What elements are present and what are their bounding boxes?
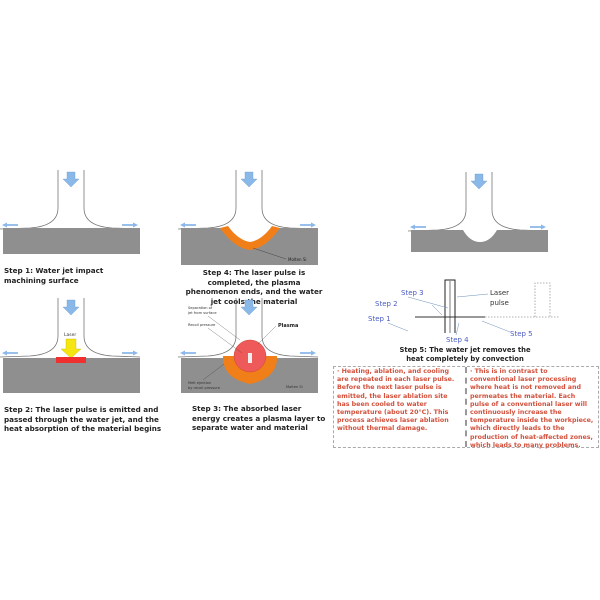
label-separation-2: jet from surface [187,311,217,315]
step5-diagram [408,172,549,252]
laser-pulse-label: Laser [490,289,509,297]
label-molten: Molten Si [286,385,303,389]
step1-diagram [0,170,141,254]
label-melt: Melt ejection [188,381,211,385]
molten-si-region [220,226,280,250]
heated-zone [56,357,86,363]
laser-arrow-icon [60,338,82,359]
step1-caption: Step 1: Water jet impact machining surfa… [4,266,104,285]
machined-surface [411,230,548,252]
label-recoil: Recoil pressure [188,323,216,327]
step5-label: Step 5 [510,330,533,338]
step4-caption: Step 4: The laser pulse is completed, th… [185,268,323,306]
label-separation: Separation of [188,306,213,310]
notes-box: · Heating, ablation, and cooling are rep… [333,366,599,449]
step3-label: Step 3 [401,289,424,297]
note-water-jet-laser: · Heating, ablation, and cooling are rep… [337,368,455,433]
molten-si-label: Molten Si [288,257,307,262]
step3-diagram: Separation of jet from surface Plasma Re… [178,298,319,393]
label-plasma: Plasma [278,323,298,329]
note-conventional-laser: · This is in contrast to conventional la… [465,367,598,449]
laser-pulse-label-2: pulse [490,299,509,307]
workpiece-surface [3,228,140,254]
step4-label: Step 4 [446,336,469,344]
step5-caption: Step 5: The water jet removes the heat c… [399,346,531,363]
step4-diagram: Molten Si [178,170,319,265]
step2-label: Step 2 [375,300,398,308]
laser-label: Laser [64,332,76,338]
step3-caption: Step 3: The absorbed laser energy create… [192,404,326,432]
step2-diagram: Laser [0,298,141,393]
step1-label: Step 1 [368,315,391,323]
label-melt-2: by recoil pressure [188,386,221,390]
step2-caption: Step 2: The laser pulse is emitted and p… [4,405,162,433]
laser-pulse-graph: Step 3 Step 2 Step 1 Step 4 Step 5 Laser… [368,279,560,344]
